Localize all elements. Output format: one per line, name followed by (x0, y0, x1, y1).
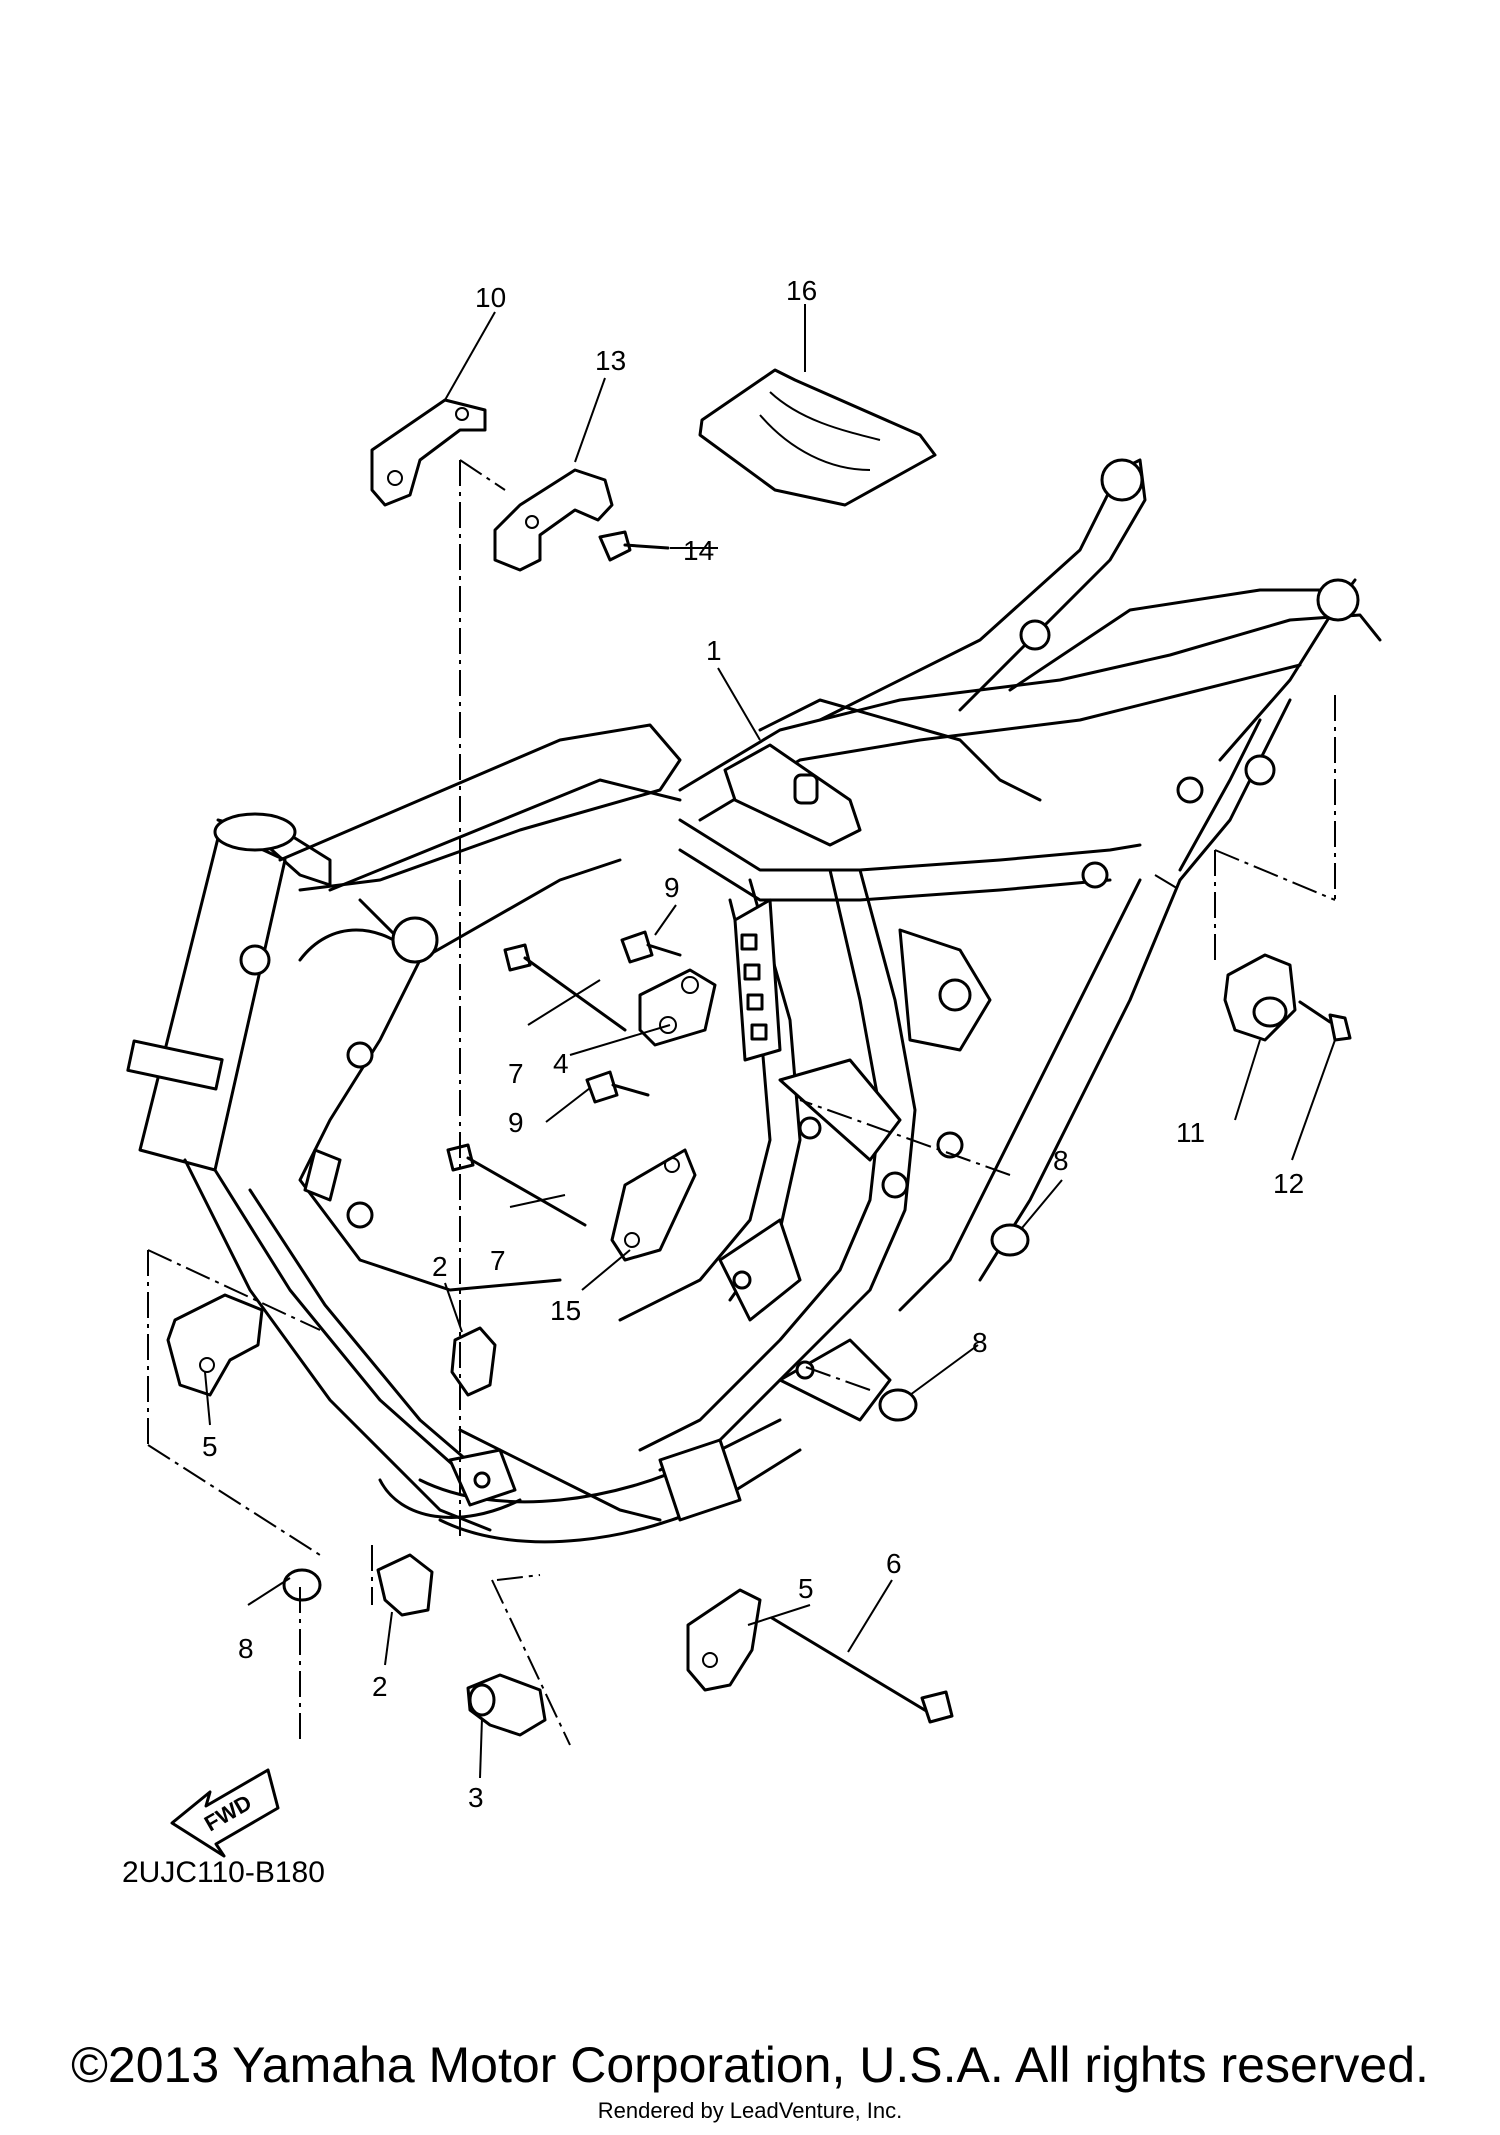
small-parts (166, 368, 1352, 1858)
rendered-by-note: Rendered by LeadVenture, Inc. (597, 2098, 903, 2123)
leader-lines (204, 304, 1336, 1779)
callout-5: 5 (798, 1573, 814, 1604)
callout-8: 8 (1053, 1145, 1069, 1176)
callout-4: 4 (553, 1048, 569, 1079)
callout-13: 13 (595, 345, 626, 376)
callout-12: 12 (1273, 1168, 1304, 1199)
callout-11: 11 (1176, 1117, 1205, 1148)
callout-2: 2 (372, 1671, 388, 1702)
callout-7: 7 (490, 1245, 506, 1276)
callout-14: 14 (683, 535, 714, 566)
callout-5: 5 (202, 1431, 218, 1462)
callout-8: 8 (238, 1633, 254, 1664)
callout-15: 15 (550, 1295, 581, 1326)
copyright-notice: ©2013 Yamaha Motor Corporation, U.S.A. A… (71, 2037, 1429, 2093)
callout-9: 9 (664, 872, 680, 903)
callout-1: 1 (706, 635, 722, 666)
callout-3: 3 (468, 1782, 484, 1813)
callout-16: 16 (786, 275, 817, 306)
reference-lines (147, 459, 1336, 1746)
callout-9: 9 (508, 1107, 524, 1138)
main-frame (126, 458, 1382, 1544)
callout-6: 6 (886, 1548, 902, 1579)
callout-labels: 1 2 2 3 4 5 5 6 7 7 8 8 8 9 9 10 11 12 1… (200, 275, 1304, 1836)
callout-8: 8 (972, 1327, 988, 1358)
callout-2: 2 (432, 1251, 448, 1282)
callout-10: 10 (475, 282, 506, 313)
diagram-code: 2UJC110-B180 (122, 1856, 325, 1889)
callout-7: 7 (508, 1058, 524, 1089)
